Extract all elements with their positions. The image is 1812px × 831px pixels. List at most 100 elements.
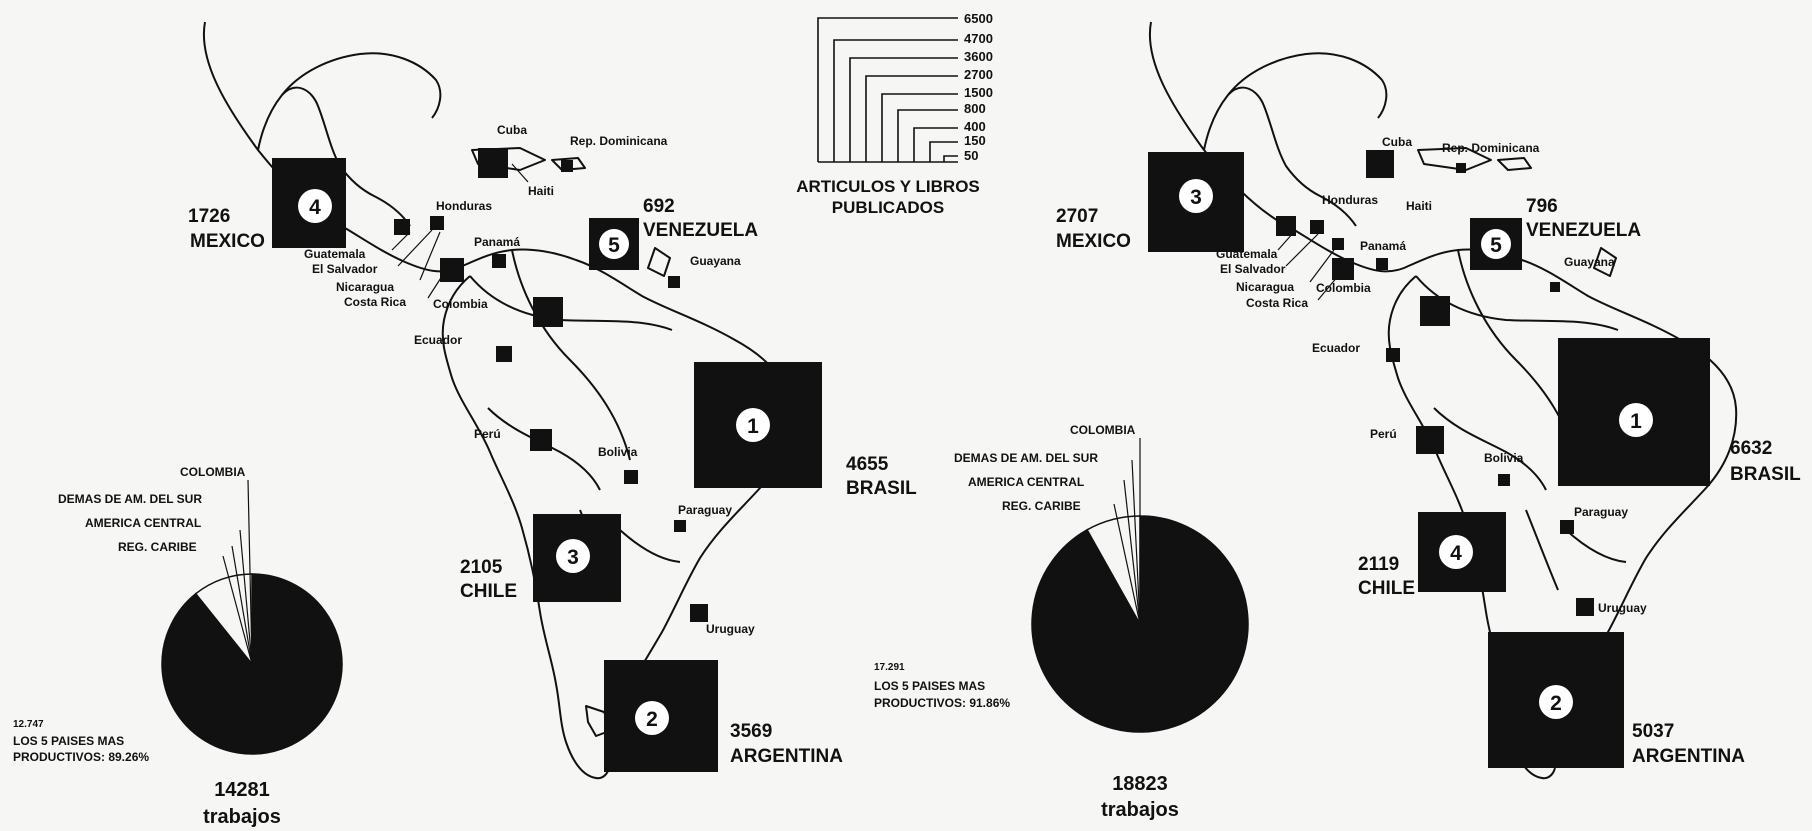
value-brasil: 6632 <box>1730 438 1772 459</box>
label-honduras: Honduras <box>436 199 492 213</box>
label-panama: Panamá <box>1360 239 1406 253</box>
label-rep-dominicana: Rep. Dominicana <box>570 134 668 148</box>
marker-peru <box>1416 426 1444 454</box>
ranked-labels: 1726 MEXICO 692 VENEZUELA 4655 BRASIL 21… <box>188 196 917 767</box>
small-country-markers <box>1276 150 1594 616</box>
value-argentina: 3569 <box>730 721 772 742</box>
ranked-labels: 2707 MEXICO 796 VENEZUELA 6632 BRASIL 21… <box>1056 196 1801 767</box>
value-mexico: 2707 <box>1056 206 1098 227</box>
marker-uruguay <box>690 604 708 622</box>
marker-ecuador <box>496 346 512 362</box>
rank-badge <box>1539 685 1573 719</box>
label-el-salvador: El Salvador <box>1220 262 1286 276</box>
ranked-markers: 3 5 1 4 2 <box>1148 152 1710 768</box>
label-cuba: Cuba <box>497 123 527 137</box>
marker-colombia <box>533 297 563 327</box>
value-brasil: 4655 <box>846 454 889 475</box>
name-brasil: BRASIL <box>1730 464 1801 485</box>
rank-venezuela: 5 <box>1490 234 1502 257</box>
legend-tick: 1500 <box>964 85 993 100</box>
label-colombia-slice: COLOMBIA <box>1070 423 1136 437</box>
name-chile: CHILE <box>460 581 517 602</box>
top5-line1: LOS 5 PAISES MAS <box>874 679 985 693</box>
legend-tick: 2700 <box>964 67 993 82</box>
label-demas: DEMAS DE AM. DEL SUR <box>954 451 1098 465</box>
rank-brasil: 1 <box>1630 410 1642 433</box>
size-legend <box>817 17 958 163</box>
marker-guayana <box>668 276 680 288</box>
value-venezuela: 692 <box>643 196 675 217</box>
name-argentina: ARGENTINA <box>1632 746 1745 767</box>
top5-line1: LOS 5 PAISES MAS <box>13 734 124 748</box>
marker-bolivia <box>1498 474 1510 486</box>
rank-badge <box>1179 179 1213 213</box>
marker-costa-rica <box>1332 258 1354 280</box>
label-uruguay: Uruguay <box>1598 601 1647 615</box>
top5-line2: PRODUCTIVOS: 89.26% <box>13 750 149 764</box>
legend-ticks: 6500 4700 3600 2700 1500 800 400 150 50 <box>964 11 993 163</box>
top5-count: 17.291 <box>874 662 905 673</box>
marker-el-salvador <box>1332 238 1344 250</box>
label-guayana: Guayana <box>690 254 741 268</box>
rank-badge <box>1619 403 1653 437</box>
label-bolivia: Bolivia <box>1484 451 1524 465</box>
label-guayana: Guayana <box>1564 255 1615 269</box>
name-venezuela: VENEZUELA <box>1526 220 1641 241</box>
label-guatemala: Guatemala <box>304 247 366 261</box>
top5-line2: PRODUCTIVOS: 91.86% <box>874 696 1010 710</box>
marker-cuba <box>478 148 508 178</box>
pie-remainder <box>194 573 253 667</box>
rank-badge <box>1481 229 1511 259</box>
legend-caption: ARTICULOS Y LIBROS <box>796 177 980 196</box>
marker-guatemala <box>394 219 410 235</box>
marker-panama <box>1376 258 1388 270</box>
label-ecuador: Ecuador <box>414 333 462 347</box>
value-venezuela: 796 <box>1526 196 1558 217</box>
label-reg-caribe: REG. CARIBE <box>1002 499 1081 513</box>
total-unit: trabajos <box>1101 799 1179 821</box>
map-left: 4 5 1 3 2 1726 MEXICO 692 VENEZUELA 4655… <box>13 21 917 828</box>
legend-caption: PUBLICADOS <box>832 198 944 217</box>
label-colombia: Colombia <box>1316 281 1371 295</box>
leader-lines <box>1277 231 1339 301</box>
pie-left <box>161 479 343 755</box>
rank-badge <box>635 701 669 735</box>
rank-badge <box>1439 535 1473 569</box>
name-argentina: ARGENTINA <box>730 746 843 767</box>
label-paraguay: Paraguay <box>678 503 732 517</box>
name-chile: CHILE <box>1358 578 1415 599</box>
marker-peru <box>530 429 552 451</box>
label-reg-caribe: REG. CARIBE <box>118 540 197 554</box>
small-country-markers <box>394 148 708 622</box>
marker-colombia <box>1420 296 1450 326</box>
label-america-central: AMERICA CENTRAL <box>968 475 1084 489</box>
pie-right <box>1031 438 1249 733</box>
country-labels: Cuba Rep. Dominicana Haiti Honduras Guat… <box>304 123 755 636</box>
rank-badge <box>599 229 629 259</box>
legend-tick: 4700 <box>964 31 993 46</box>
legend-tick: 800 <box>964 101 986 116</box>
total-works: 14281 <box>214 779 270 801</box>
total-unit: trabajos <box>203 806 281 828</box>
marker-panama <box>492 254 506 268</box>
rank-argentina: 2 <box>646 708 658 731</box>
name-mexico: MEXICO <box>190 231 265 252</box>
label-panama: Panamá <box>474 235 520 249</box>
marker-costa-rica <box>440 258 464 282</box>
label-honduras: Honduras <box>1322 193 1378 207</box>
rank-mexico: 4 <box>309 196 321 219</box>
label-haiti: Haiti <box>1406 199 1432 213</box>
marker-bolivia <box>624 470 638 484</box>
label-peru: Perú <box>474 427 501 441</box>
rank-mexico: 3 <box>1190 186 1202 209</box>
rank-badge <box>298 189 332 223</box>
label-demas: DEMAS DE AM. DEL SUR <box>58 492 202 506</box>
rank-brasil: 1 <box>747 415 759 438</box>
legend-tick: 50 <box>964 148 978 163</box>
rank-badge <box>736 408 770 442</box>
value-mexico: 1726 <box>188 206 230 227</box>
total-works: 18823 <box>1112 773 1168 795</box>
name-mexico: MEXICO <box>1056 231 1131 252</box>
pie-left-labels: COLOMBIA DEMAS DE AM. DEL SUR AMERICA CE… <box>13 465 281 828</box>
